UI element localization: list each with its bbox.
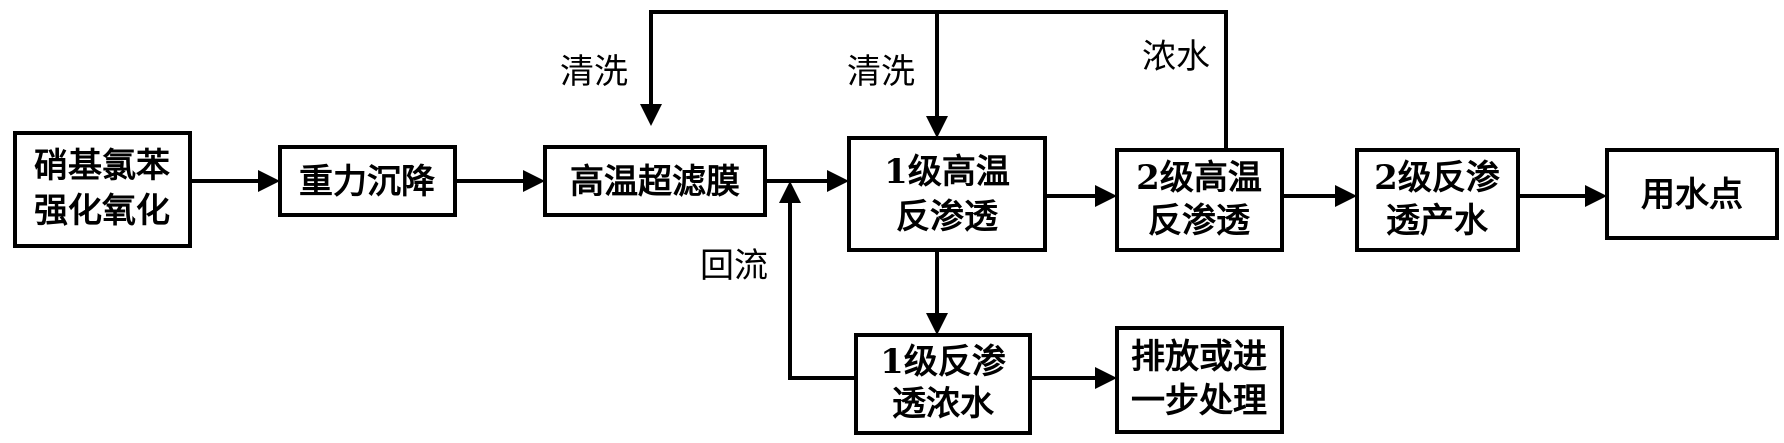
node-oxidation-line1: 硝基氯苯 — [34, 146, 170, 186]
node-ro2: 2级高温 反渗透 — [1115, 148, 1284, 252]
node-ro2-line1: 2级高温 — [1136, 158, 1262, 198]
connectors — [190, 10, 1588, 380]
node-use-point: 用水点 — [1605, 148, 1779, 240]
node-ro2-permeate: 2级反渗 透产水 — [1355, 148, 1520, 252]
node-settling: 重力沉降 — [278, 145, 457, 217]
node-ro2-line2: 反渗透 — [1148, 201, 1251, 241]
node-ro2-permeate-line1: 2级反渗 — [1374, 158, 1501, 198]
node-use-point-label: 用水点 — [1641, 175, 1743, 215]
label-concentrate: 浓水 — [1142, 37, 1210, 77]
edge-reflux — [788, 199, 856, 380]
node-ro1: 1级高温 反渗透 — [847, 136, 1047, 252]
arrowhead-uf — [523, 170, 545, 192]
arrowhead-discharge — [1095, 367, 1117, 389]
node-ro1-line1: 1级高温 — [884, 152, 1010, 192]
node-oxidation-line2: 强化氧化 — [34, 191, 170, 231]
arrowheads — [258, 104, 1607, 389]
arrowhead-ro2 — [1095, 185, 1117, 207]
node-uf: 高温超滤膜 — [543, 145, 767, 217]
node-ro1-concentrate-line1: 1级反渗 — [880, 342, 1007, 382]
label-reflux: 回流 — [700, 246, 768, 286]
arrowhead-ro1 — [827, 170, 849, 192]
arrowhead-permeate — [1335, 185, 1357, 207]
node-settling-label: 重力沉降 — [299, 162, 436, 202]
arrowhead-use-point — [1585, 185, 1607, 207]
node-discharge-line2: 一步处理 — [1131, 381, 1267, 421]
node-oxidation: 硝基氯苯 强化氧化 — [13, 131, 192, 248]
node-ro1-concentrate: 1级反渗 透浓水 — [854, 333, 1032, 435]
node-uf-label: 高温超滤膜 — [570, 162, 740, 202]
node-discharge-line1: 排放或进 — [1131, 337, 1267, 377]
node-ro2-permeate-line2: 透产水 — [1386, 201, 1489, 241]
arrowhead-clean-ro1 — [926, 116, 948, 138]
node-discharge: 排放或进 一步处理 — [1115, 326, 1284, 434]
node-ro1-line2: 反渗透 — [896, 197, 999, 237]
arrowhead-concentrate — [926, 313, 948, 335]
arrowhead-reflux — [779, 181, 801, 203]
arrowhead-clean-uf — [640, 104, 662, 126]
label-clean-ro1: 清洗 — [847, 52, 915, 92]
label-clean-uf: 清洗 — [560, 52, 628, 92]
arrowhead-settling — [258, 170, 280, 192]
node-ro1-concentrate-line2: 透浓水 — [892, 384, 995, 424]
